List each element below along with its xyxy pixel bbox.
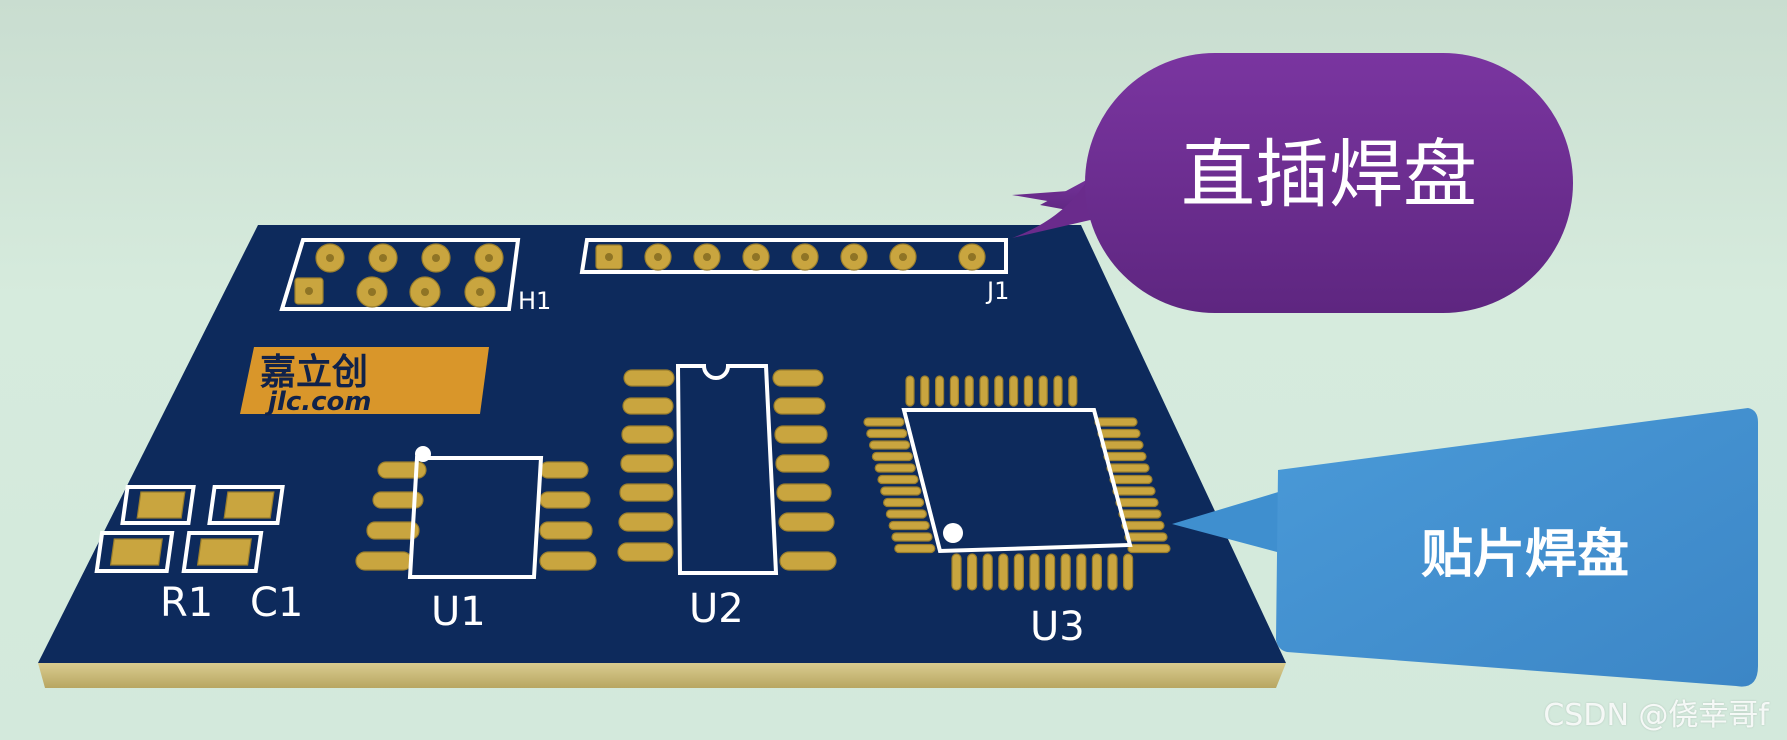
- qfp-pad: [1008, 375, 1019, 407]
- qfp-pad: [1029, 553, 1040, 591]
- qfp-pad: [905, 375, 915, 407]
- qfp-pad: [885, 509, 928, 519]
- qfp-pad: [882, 497, 925, 508]
- qfp-pad: [1060, 553, 1071, 591]
- qfp-pad: [1053, 375, 1063, 407]
- pcb-board: [38, 225, 1286, 663]
- qfp-pad: [888, 520, 930, 531]
- qfp-pad: [1121, 520, 1165, 531]
- h1-label: H1: [518, 287, 551, 315]
- through-hole-callout-text: 直插焊盘: [1181, 132, 1477, 218]
- chip-u2: U2: [617, 364, 837, 632]
- u2-body: [675, 364, 779, 575]
- u3-body: [901, 408, 1133, 554]
- qfp-pad: [1068, 375, 1078, 407]
- h1-pads: [294, 243, 504, 308]
- qfp-pad: [979, 375, 989, 407]
- qfp-pad: [891, 532, 933, 542]
- qfp-pad: [964, 375, 974, 407]
- qfp-pad: [1023, 375, 1034, 407]
- qfp-pad: [1038, 375, 1048, 407]
- qfp-pad: [1112, 486, 1156, 496]
- qfp-pad: [951, 553, 962, 591]
- qfp-pad: [874, 463, 916, 473]
- h1-outline: [279, 238, 521, 311]
- qfp-pad: [1091, 553, 1103, 591]
- qfp-pad: [1100, 440, 1144, 450]
- qfp-pad: [1109, 474, 1153, 485]
- u2-label: U2: [689, 586, 744, 632]
- qfp-pad: [866, 428, 908, 439]
- logo-url: jlc.com: [264, 387, 371, 417]
- csdn-watermark: CSDN @侥幸哥f: [1543, 698, 1769, 733]
- resistor-r1: R1: [94, 485, 213, 626]
- qfp-pad: [1097, 428, 1141, 439]
- qfp-pad: [982, 553, 993, 591]
- qfp-pad: [934, 375, 945, 407]
- qfp-pad: [1103, 451, 1147, 462]
- u1-pads: [355, 461, 597, 571]
- r1-label: R1: [160, 580, 213, 626]
- qfp-pad: [994, 375, 1004, 407]
- qfp-pad: [966, 553, 978, 591]
- chip-u1: U1: [355, 446, 597, 635]
- qfp-pad: [1094, 417, 1138, 427]
- header-j1: J1: [579, 238, 1009, 305]
- qfp-pad: [1127, 543, 1171, 554]
- qfp-pad: [871, 451, 914, 462]
- qfp-pad: [1013, 553, 1025, 591]
- c1-label: C1: [250, 580, 303, 626]
- qfp-pad: [1115, 497, 1159, 508]
- qfp-pad: [1122, 553, 1134, 591]
- qfp-pad: [1044, 553, 1056, 591]
- qfp-pad: [949, 375, 960, 407]
- smd-callout-text: 贴片焊盘: [1421, 525, 1629, 585]
- through-hole-callout: 直插焊盘: [1012, 53, 1573, 313]
- chip-u3: U3: [863, 375, 1171, 650]
- qfp-pad: [877, 474, 919, 485]
- u1-body: [407, 456, 544, 579]
- j1-label: J1: [985, 277, 1009, 305]
- qfp-pad: [1124, 532, 1168, 542]
- u3-pads: [863, 375, 1171, 591]
- qfp-pad: [1076, 553, 1087, 591]
- u2-pads: [617, 369, 837, 571]
- qfp-pad: [1107, 553, 1118, 591]
- u1-label: U1: [431, 589, 486, 635]
- board-edge: [38, 663, 1286, 688]
- u3-pin1-marker: [943, 523, 963, 543]
- u3-label: U3: [1030, 604, 1085, 650]
- qfp-pad: [920, 375, 930, 407]
- qfp-pad: [863, 417, 905, 427]
- header-h1: H1: [279, 238, 551, 315]
- smd-callout: 贴片焊盘: [1172, 408, 1758, 687]
- qfp-pad: [1106, 463, 1150, 473]
- j1-pads: [595, 243, 986, 271]
- qfp-pad: [1118, 509, 1162, 519]
- logo-cn: 嘉立创: [260, 352, 368, 393]
- jlc-logo: 嘉立创 jlc.com: [240, 347, 489, 417]
- j1-outline: [579, 238, 1008, 274]
- qfp-pad: [894, 543, 936, 554]
- qfp-pad: [868, 440, 911, 450]
- capacitor-c1: C1: [181, 485, 303, 626]
- qfp-pad: [998, 553, 1009, 591]
- u1-pin1-marker: [415, 446, 431, 462]
- qfp-pad: [880, 486, 922, 496]
